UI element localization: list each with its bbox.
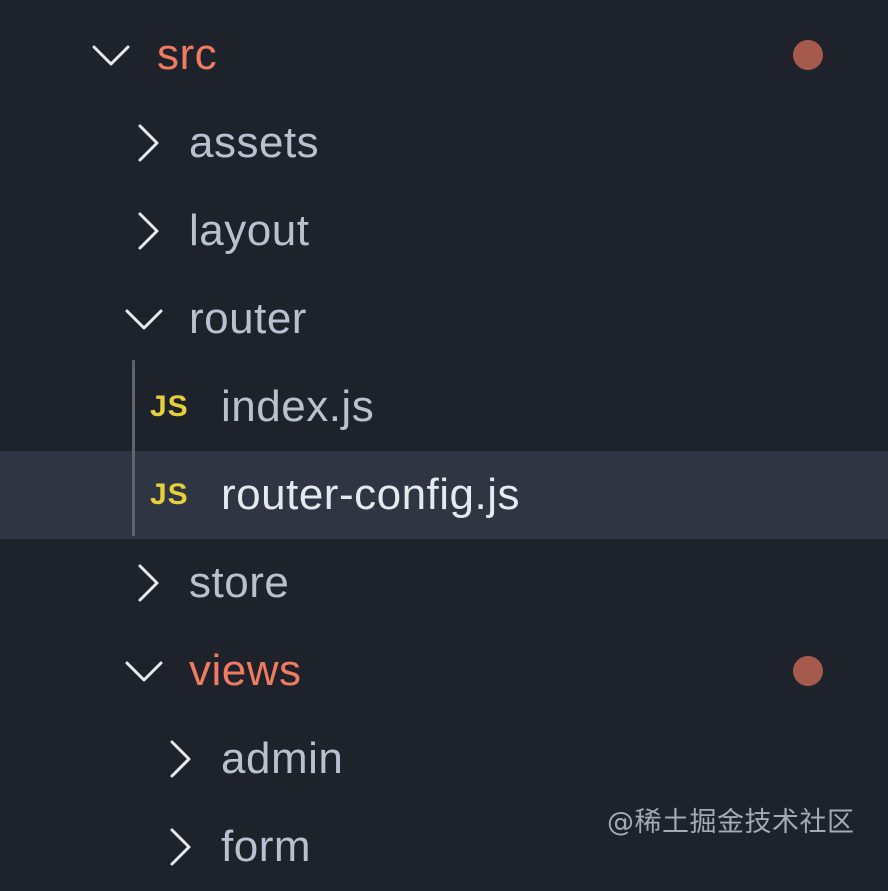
javascript-file-icon: JS	[150, 478, 189, 511]
folder-label-form: form	[221, 822, 311, 871]
indent-guide-line	[132, 360, 135, 536]
file-label-index-js: index.js	[221, 382, 375, 431]
javascript-file-icon: JS	[150, 390, 189, 423]
folder-label-admin: admin	[221, 734, 344, 783]
tree-item-views[interactable]: views	[0, 627, 888, 715]
tree-item-admin[interactable]: admin	[0, 715, 888, 803]
tree-item-index-js[interactable]: JS index.js	[0, 363, 888, 451]
chevron-down-icon[interactable]	[124, 299, 164, 339]
folder-label-layout: layout	[189, 206, 310, 255]
file-label-router-config-js: router-config.js	[221, 470, 521, 519]
modified-dot-icon	[793, 656, 823, 686]
tree-item-layout[interactable]: layout	[0, 187, 888, 275]
folder-label-store: store	[189, 558, 290, 607]
tree-item-router[interactable]: router	[0, 275, 888, 363]
chevron-down-icon[interactable]	[124, 651, 164, 691]
chevron-right-icon[interactable]	[160, 827, 200, 867]
chevron-right-icon[interactable]	[128, 123, 168, 163]
folder-label-assets: assets	[189, 118, 320, 167]
chevron-right-icon[interactable]	[160, 739, 200, 779]
chevron-down-icon[interactable]	[91, 35, 131, 75]
tree-item-assets[interactable]: assets	[0, 99, 888, 187]
chevron-right-icon[interactable]	[128, 211, 168, 251]
modified-dot-icon	[793, 40, 823, 70]
folder-label-views: views	[189, 646, 302, 695]
tree-item-router-config-js[interactable]: JS router-config.js	[0, 451, 888, 539]
tree-item-store[interactable]: store	[0, 539, 888, 627]
tree-item-src[interactable]: src	[0, 11, 888, 99]
tree-item-form[interactable]: form	[0, 803, 888, 891]
folder-label-router: router	[189, 294, 307, 343]
chevron-right-icon[interactable]	[128, 563, 168, 603]
folder-label-src: src	[157, 30, 218, 79]
file-explorer-tree: src assets layout router JS index.js JS …	[0, 11, 888, 891]
watermark-text: @稀土掘金技术社区	[607, 807, 855, 838]
